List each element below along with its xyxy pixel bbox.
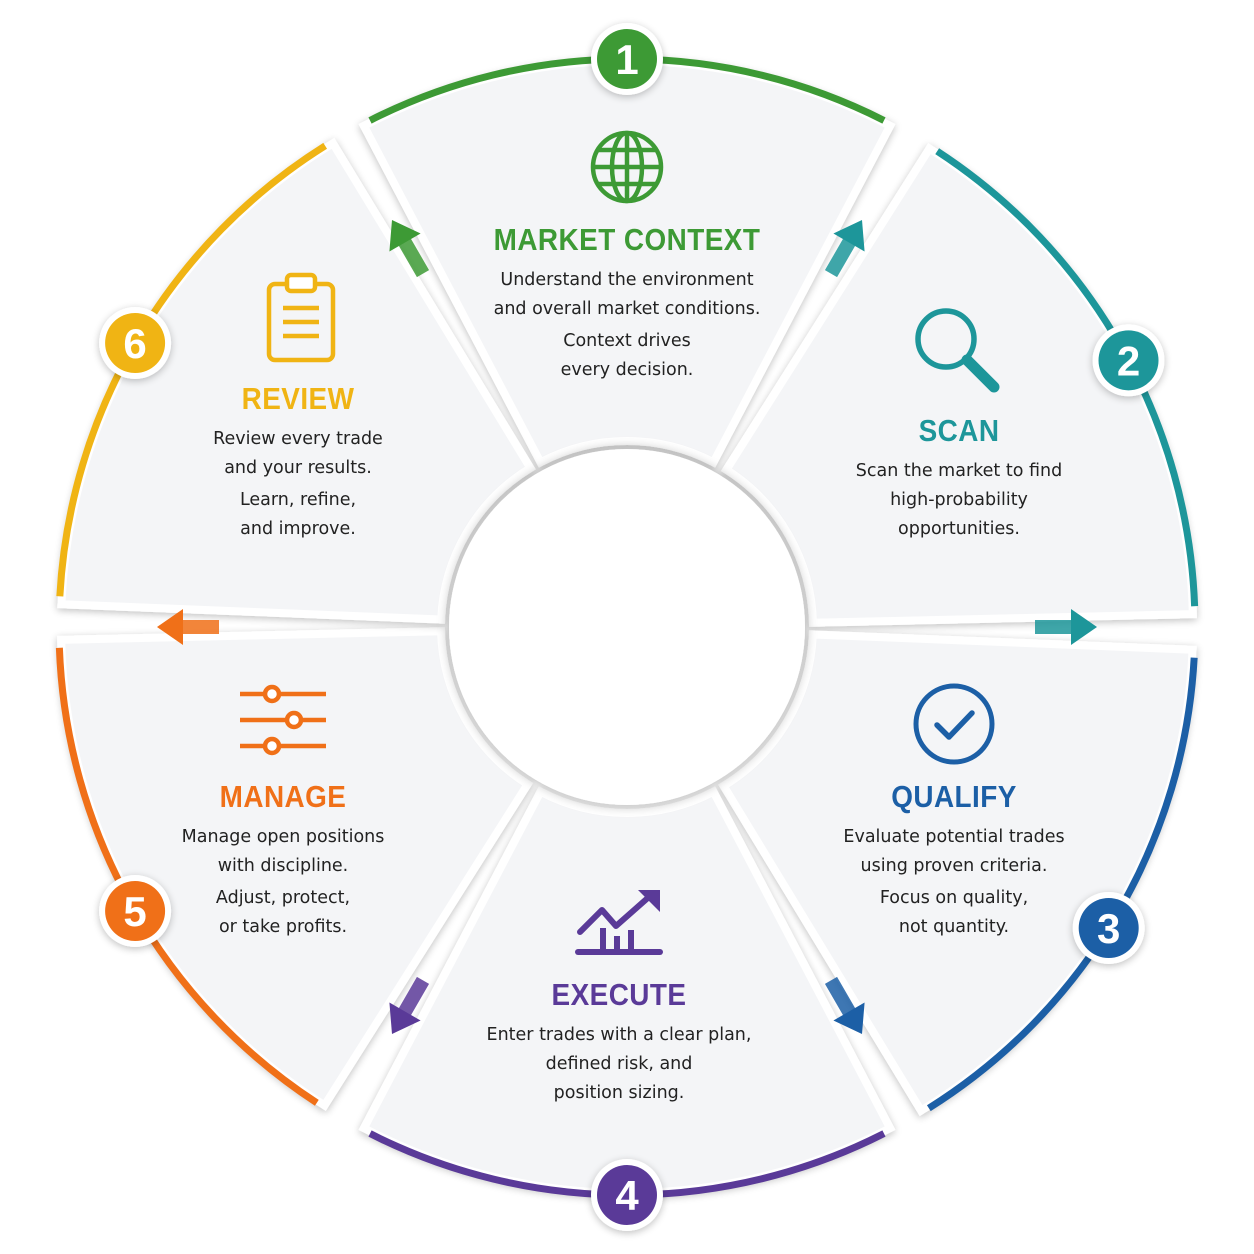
step-number: 1	[615, 36, 638, 83]
step-description-line: Focus on quality,	[879, 888, 1029, 908]
step-number: 4	[615, 1172, 639, 1219]
step-title: SCAN	[918, 413, 1000, 448]
step-description-line: and overall market conditions.	[493, 299, 761, 319]
step-manage: MANAGE Manage open positions with discip…	[118, 779, 448, 942]
step-description-line: Manage open positions	[181, 827, 385, 847]
check-circle-icon	[913, 683, 995, 765]
step-number: 5	[123, 888, 146, 935]
flow-arrow-icon	[824, 976, 865, 1035]
step-number: 6	[123, 320, 146, 367]
step-description-line: Evaluate potential trades	[843, 827, 1065, 847]
step-description-line: using proven criteria.	[860, 856, 1048, 876]
globe-icon	[590, 130, 664, 204]
step-description-line: Enter trades with a clear plan,	[486, 1025, 752, 1045]
step-scan: SCAN Scan the market to find high-probab…	[794, 413, 1124, 544]
magnifier-icon	[915, 308, 1000, 393]
step-number-badge: 6	[99, 307, 172, 379]
step-title: EXECUTE	[551, 977, 687, 1012]
flow-arrow-icon	[824, 219, 865, 278]
step-title: QUALIFY	[891, 779, 1017, 814]
step-description-line: opportunities.	[898, 519, 1020, 539]
step-description-line: Scan the market to find	[855, 461, 1063, 481]
step-description-line: defined risk, and	[545, 1054, 693, 1074]
step-title: REVIEW	[241, 381, 355, 416]
step-description-line: Understand the environment	[500, 270, 754, 290]
step-number: 2	[1117, 337, 1140, 384]
flow-arrow-icon	[389, 219, 430, 278]
step-description-line: with discipline.	[217, 856, 349, 876]
step-description-line: Learn, refine,	[239, 490, 357, 510]
step-number-badge: 4	[591, 1159, 663, 1231]
step-review: REVIEW Review every trade and your resul…	[133, 381, 463, 544]
step-description-line: and improve.	[240, 519, 356, 539]
step-title: MANAGE	[219, 779, 347, 814]
step-number-badge: 1	[591, 23, 663, 95]
step-description-line: Adjust, protect,	[215, 888, 351, 908]
step-qualify: QUALIFY Evaluate potential trades using …	[789, 779, 1119, 942]
flow-arrow-icon	[1035, 609, 1097, 645]
center-hole	[449, 449, 805, 805]
step-number-badge: 3	[1072, 891, 1145, 964]
step-description-line: position sizing.	[553, 1083, 685, 1103]
trend-chart-icon	[575, 890, 663, 955]
step-description-line: and your results.	[224, 458, 372, 478]
step-description-line: or take profits.	[218, 917, 348, 937]
sliders-icon	[240, 684, 326, 756]
step-number-badge: 2	[1092, 324, 1165, 397]
clipboard-icon	[266, 272, 336, 363]
step-market-context: MARKET CONTEXT Understand the environmen…	[462, 222, 792, 385]
flow-arrow-icon	[157, 609, 219, 645]
flow-arrow-icon	[389, 976, 430, 1035]
step-description-line: every decision.	[560, 360, 694, 380]
step-number-badge: 5	[99, 875, 172, 947]
step-execute: EXECUTE Enter trades with a clear plan, …	[454, 977, 784, 1108]
step-title: MARKET CONTEXT	[493, 222, 761, 257]
step-number: 3	[1097, 905, 1120, 952]
step-description-line: Context drives	[563, 331, 691, 351]
step-description-line: Review every trade	[213, 429, 383, 449]
step-description-line: not quantity.	[898, 917, 1010, 937]
step-description-line: high-probability	[890, 490, 1028, 510]
